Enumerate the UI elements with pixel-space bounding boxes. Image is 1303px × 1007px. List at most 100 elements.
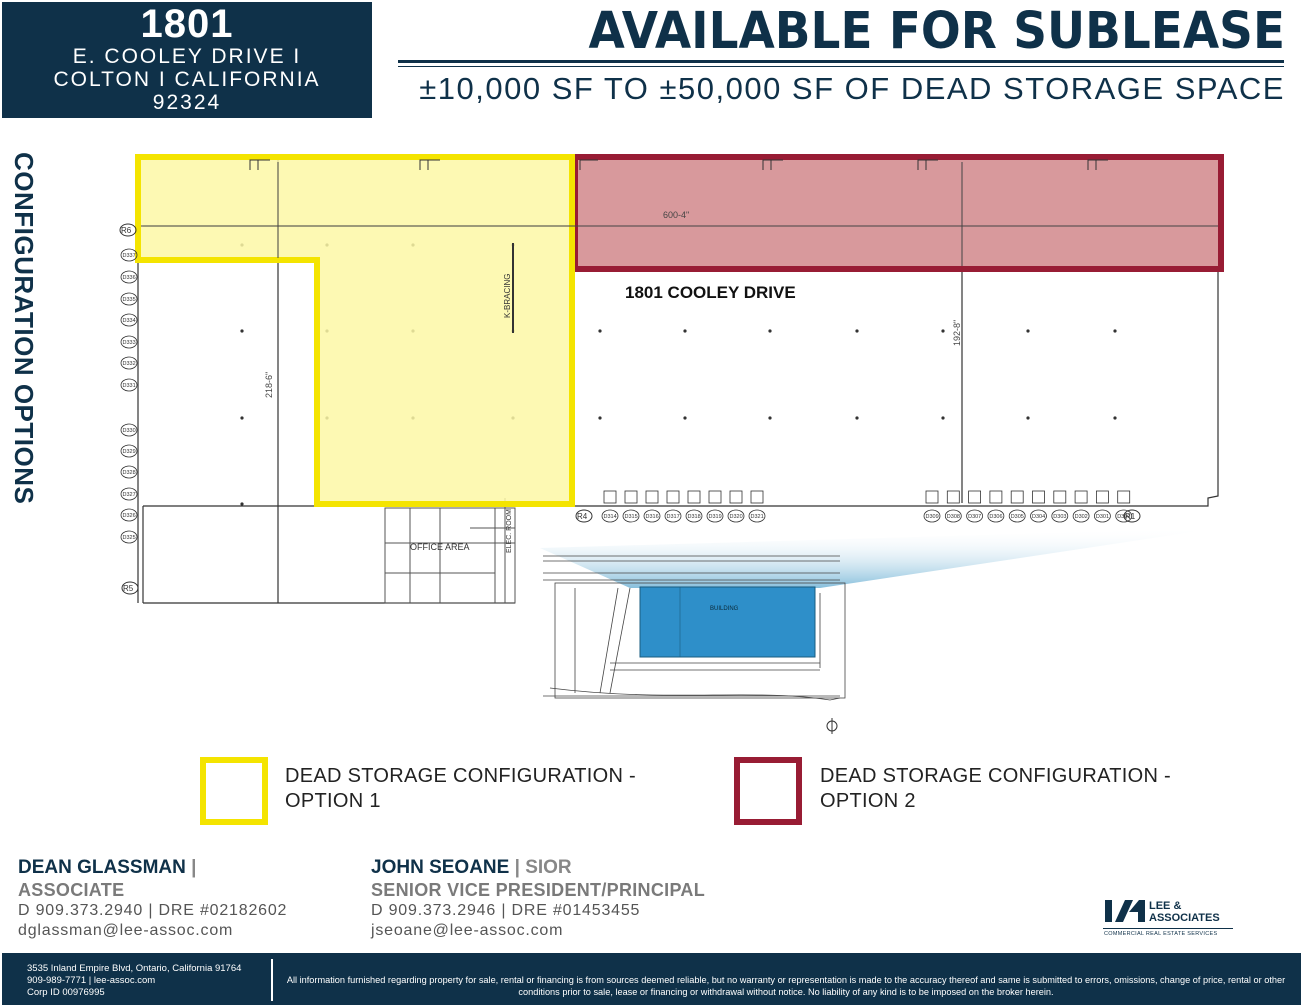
dock-door-label: D326 <box>123 513 136 519</box>
depth-dimension-left: 218-6" <box>264 372 274 398</box>
contact-2-name-text: JOHN SEOANE <box>371 857 510 878</box>
dock-door-left: D330 <box>120 423 138 437</box>
dock-door-label: D333 <box>123 340 136 346</box>
configuration-options-label: CONFIGURATION OPTIONS <box>9 152 39 505</box>
dock-door-label: D319 <box>709 514 722 520</box>
dock-door-left: D335 <box>120 292 138 306</box>
option-1-region <box>135 154 575 507</box>
dock-door-bottom: D320 <box>727 490 745 523</box>
dock-door-label: D301 <box>1096 514 1109 520</box>
property-address-block: 1801 E. COOLEY DRIVE I COLTON I CALIFORN… <box>2 2 372 118</box>
contact-2-email[interactable]: jseoane@lee-assoc.com <box>371 922 564 939</box>
footer-corp-id: Corp ID 00976995 <box>27 987 105 998</box>
sidebar-title: CONFIGURATION OPTIONS <box>8 152 42 522</box>
legend-option-1-swatch <box>200 757 268 825</box>
footer-phone-web[interactable]: 909-989-7771 | lee-assoc.com <box>27 975 156 986</box>
site-plan-callout <box>540 528 1220 588</box>
dock-door-label: D304 <box>1032 514 1045 520</box>
footer-divider <box>271 959 273 1001</box>
dock-door-label: D307 <box>968 514 981 520</box>
office-area-label: OFFICE AREA <box>410 542 470 552</box>
dock-door-left: D327 <box>120 487 138 501</box>
logo-name-line1: LEE & <box>1149 900 1182 912</box>
roof-hatches <box>249 159 1108 170</box>
dock-door-bottom: D314 <box>601 490 619 523</box>
dock-door-label: D302 <box>1075 514 1088 520</box>
dock-door-left: D334 <box>120 313 138 327</box>
dock-door-label: D337 <box>123 253 136 259</box>
dock-doors-left: D337D336D335D334D333D332D331D330D329D328… <box>120 248 138 544</box>
dock-door-bottom: D303 <box>1051 490 1069 523</box>
header-rule <box>398 60 1284 63</box>
dock-door-bottom: D316 <box>643 490 661 523</box>
dock-door-bottom: D317 <box>664 490 682 523</box>
dock-door-label: D329 <box>123 449 136 455</box>
dock-door-label: D316 <box>646 514 659 520</box>
contact-1-phone: D 909.373.2940 | DRE #02182602 <box>18 902 288 919</box>
dock-door-bottom: D301 <box>1094 490 1111 523</box>
footer-contact: 3535 Inland Empire Blvd, Ontario, Califo… <box>27 963 241 999</box>
dock-door-left: D337 <box>120 248 138 262</box>
dock-door-label: D321 <box>751 514 764 520</box>
dock-door-label: D332 <box>123 361 136 367</box>
legend-option-1-label: DEAD STORAGE CONFIGURATION - OPTION 1 <box>285 764 636 814</box>
column-dot <box>598 416 602 420</box>
column-dot <box>768 416 772 420</box>
dock-door-label: D328 <box>123 470 136 476</box>
legend-option-1-line1: DEAD STORAGE CONFIGURATION - <box>285 765 637 787</box>
legend-option-1-line2: OPTION 1 <box>285 790 381 812</box>
column-dot <box>1113 329 1117 333</box>
legend-option-2-label: DEAD STORAGE CONFIGURATION - OPTION 2 <box>820 764 1171 814</box>
column-dot <box>941 416 945 420</box>
dock-door-bottom: D319 <box>706 490 724 523</box>
dock-door-bottom: D315 <box>622 490 640 523</box>
logo-tagline: COMMERCIAL REAL ESTATE SERVICES <box>1104 931 1218 937</box>
dock-door-bottom: D304 <box>1030 490 1047 523</box>
dock-door-bottom: D321 <box>748 490 766 523</box>
office-area <box>384 498 516 604</box>
legend-option-2-swatch <box>734 757 802 825</box>
dock-door-label: D336 <box>123 275 136 281</box>
dock-door-label: D305 <box>1011 514 1024 520</box>
subheadline: ±10,000 SF TO ±50,000 SF OF DEAD STORAGE… <box>419 71 1285 106</box>
depth-dimension-right: 192-8" <box>952 320 962 346</box>
contact-1-name-text: DEAN GLASSMAN <box>18 857 186 878</box>
ramp-labels: R6 R5 R4 R1 <box>119 223 1141 595</box>
column-dot <box>768 329 772 333</box>
dock-door-left: D329 <box>120 444 138 458</box>
ramp-r4-label: R4 <box>577 512 588 521</box>
footer-disclaimer: All information furnished regarding prop… <box>286 975 1286 997</box>
logo-rule <box>1103 928 1233 929</box>
width-dimension: 600-4" <box>663 210 689 220</box>
site-building-label: BUILDING <box>710 606 739 612</box>
dock-door-label: D314 <box>604 514 617 520</box>
dock-door-bottom: D318 <box>685 490 703 523</box>
site-plan-inset <box>543 555 846 701</box>
dock-door-left: D336 <box>120 270 138 284</box>
site-building <box>639 586 816 658</box>
dock-door-bottom: D308 <box>944 490 962 523</box>
column-dot <box>240 502 244 506</box>
dock-door-label: D330 <box>123 428 136 434</box>
dock-door-left: D331 <box>120 378 138 392</box>
dock-door-label: D309 <box>926 514 939 520</box>
column-dot <box>941 329 945 333</box>
dock-door-label: D320 <box>730 514 743 520</box>
building-label: 1801 COOLEY DRIVE <box>625 283 796 302</box>
dock-door-label: D334 <box>123 318 136 324</box>
logo-name-line2: ASSOCIATES <box>1149 912 1220 924</box>
floor-plan: OFFICE AREA ELEC. ROOM K-BRACING 600-4" … <box>119 154 1224 734</box>
dock-door-bottom: D306 <box>987 490 1005 523</box>
column-dot <box>1026 416 1030 420</box>
contact-1-email[interactable]: dglassman@lee-assoc.com <box>18 922 234 939</box>
contact-2-name: JOHN SEOANE | SIOR <box>371 857 572 879</box>
dock-door-label: D308 <box>947 514 960 520</box>
racking-label: K-BRACING <box>503 274 512 318</box>
column-dot <box>1113 416 1117 420</box>
dock-door-left: D333 <box>120 335 138 349</box>
option-2-region <box>572 154 1224 272</box>
dock-door-bottom: D307 <box>966 490 983 523</box>
dock-door-bottom: D305 <box>1008 490 1026 523</box>
ramp-r1-label: R1 <box>1125 512 1136 521</box>
dock-door-label: D331 <box>123 383 136 389</box>
